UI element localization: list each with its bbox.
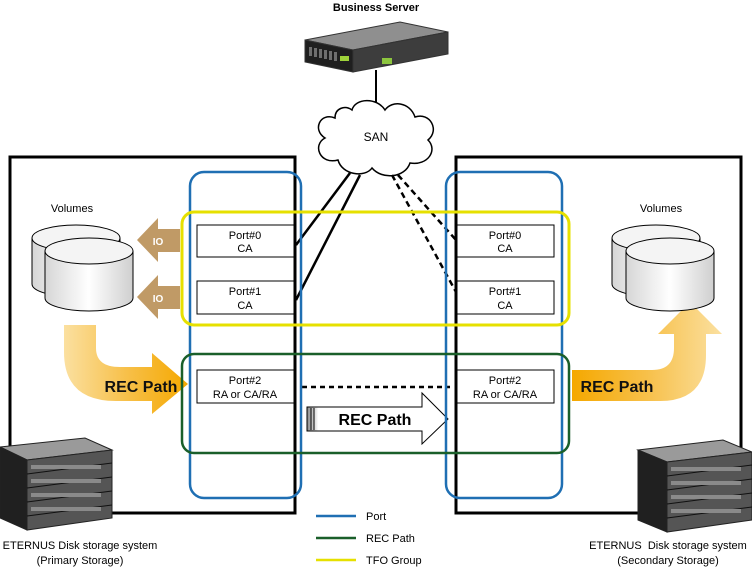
- primary-port1-box: Port#1 CA: [196, 280, 295, 315]
- secondary-port1-name: Port#1: [489, 286, 521, 298]
- san-cloud: [317, 99, 434, 177]
- primary-rec-path-arrow: [64, 325, 188, 414]
- secondary-port1-box: Port#1 CA: [456, 280, 555, 315]
- secondary-rec-path-arrow: [572, 302, 722, 401]
- secondary-port0-box: Port#0 CA: [456, 224, 555, 258]
- primary-port1-name: Port#1: [229, 286, 261, 298]
- middle-rec-path-label: REC Path: [339, 412, 412, 429]
- primary-port2-box: Port#2 RA or CA/RA: [196, 369, 295, 404]
- primary-port2-name: Port#2: [229, 375, 261, 387]
- io-arrow-1: [137, 218, 180, 262]
- legend-rec-path-label: REC Path: [366, 533, 415, 545]
- san-link-primary-port0: [295, 172, 351, 246]
- io-label-1: IO: [153, 237, 164, 248]
- tfo-group-outline: [180, 210, 571, 327]
- legend-tfo-group-label: TFO Group: [366, 555, 422, 567]
- secondary-storage-frame: [454, 155, 743, 515]
- primary-port2-role: RA or CA/RA: [213, 389, 278, 401]
- primary-volumes-icon: [31, 224, 134, 312]
- io-label-2: IO: [153, 294, 164, 305]
- san-label: SAN: [364, 130, 389, 144]
- secondary-port2-box: Port#2 RA or CA/RA: [456, 369, 555, 404]
- primary-system-subcaption: (Primary Storage): [37, 555, 124, 567]
- secondary-port0-role: CA: [497, 243, 513, 255]
- primary-port-group: [188, 170, 303, 500]
- secondary-port2-name: Port#2: [489, 375, 521, 387]
- secondary-volumes-icon: [611, 224, 715, 312]
- secondary-port1-role: CA: [497, 300, 513, 312]
- io-arrow-2: [137, 275, 180, 319]
- primary-system-caption: ETERNUS Disk storage system: [3, 540, 158, 552]
- secondary-storage-rack-icon: [636, 439, 752, 533]
- primary-port0-role: CA: [237, 243, 253, 255]
- business-server: [304, 21, 449, 73]
- legend: Port REC Path TFO Group: [316, 511, 422, 567]
- primary-volumes-label: Volumes: [51, 203, 94, 215]
- secondary-volumes-label: Volumes: [640, 203, 683, 215]
- secondary-system-subcaption: (Secondary Storage): [617, 555, 719, 567]
- secondary-rec-path-label: REC Path: [581, 379, 654, 396]
- primary-port0-name: Port#0: [229, 230, 261, 242]
- primary-port1-role: CA: [237, 300, 253, 312]
- primary-storage-rack-icon: [0, 437, 114, 531]
- middle-rec-path-arrow: [306, 391, 449, 446]
- legend-port-label: Port: [366, 511, 386, 523]
- san-link-primary-port1: [294, 174, 362, 301]
- secondary-port2-role: RA or CA/RA: [473, 389, 538, 401]
- primary-storage-frame: [8, 155, 297, 515]
- secondary-system-caption: ETERNUS Disk storage system: [589, 540, 747, 552]
- secondary-port0-name: Port#0: [489, 230, 521, 242]
- server-label: Business Server: [333, 2, 420, 14]
- secondary-port-group: [444, 170, 564, 500]
- rec-path-group-outline: [180, 352, 571, 455]
- primary-port0-box: Port#0 CA: [196, 224, 295, 258]
- primary-rec-path-label: REC Path: [105, 379, 178, 396]
